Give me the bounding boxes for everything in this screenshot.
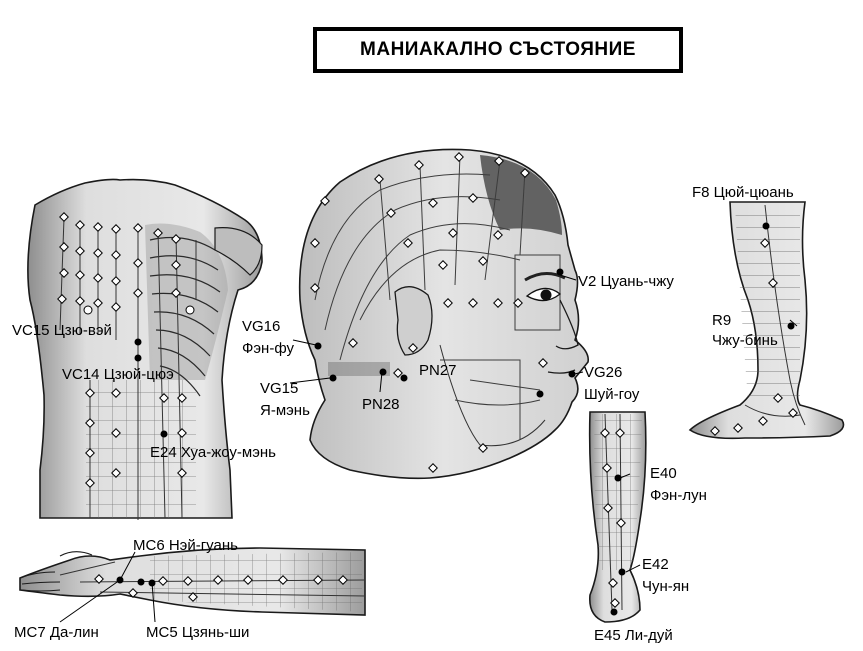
label-e24: E24 Хуа-жоу-мэнь xyxy=(150,444,276,461)
label-e40-name: Фэн-лун xyxy=(650,487,707,504)
point-f8 xyxy=(762,222,770,230)
torso-shoulder-right xyxy=(214,227,263,276)
arm-dots xyxy=(94,574,348,602)
nose xyxy=(555,299,579,350)
point-pn28 xyxy=(379,368,387,376)
point-e40 xyxy=(614,474,622,482)
ear xyxy=(394,286,433,356)
label-vg16-name: Фэн-фу xyxy=(242,340,295,357)
label-vg26-name: Шуй-гоу xyxy=(584,386,640,403)
label-mc7: MC7 Да-лин xyxy=(14,624,99,641)
label-mc5: MC5 Цзянь-ши xyxy=(146,624,250,641)
leg-lower-center-dots xyxy=(600,428,626,608)
torso-ribs xyxy=(149,236,221,397)
point-vg16 xyxy=(314,342,322,350)
head-outline xyxy=(298,148,590,480)
point-e45 xyxy=(610,608,618,616)
leg-upper-right-figure xyxy=(688,201,845,440)
point-v2 xyxy=(556,268,564,276)
acupoints-active xyxy=(116,222,795,616)
neck-block xyxy=(328,362,390,376)
label-e40-code: E40 xyxy=(650,465,677,482)
label-e42-code: E42 xyxy=(642,556,669,573)
head-meridians xyxy=(314,154,561,440)
torso-chest-shadow xyxy=(145,223,228,380)
point-mc6 xyxy=(137,578,145,586)
point-vg26b xyxy=(536,390,544,398)
eye-icon xyxy=(524,272,566,302)
label-vc15: VC15 Цзю-вэй xyxy=(12,322,112,339)
label-pn27: PN27 xyxy=(419,362,457,379)
point-e42 xyxy=(618,568,626,576)
arm-grid xyxy=(150,552,362,612)
point-r9 xyxy=(787,322,795,330)
label-vg15-name: Я-мэнь xyxy=(260,402,310,419)
label-pn28: PN28 xyxy=(362,396,400,413)
label-mc6: MC6 Нэй-гуань xyxy=(133,537,238,554)
jaw-line xyxy=(439,344,546,447)
label-r9-code: R9 xyxy=(712,312,732,329)
title-box: МАНИАКАЛНО СЪСТОЯНИЕ xyxy=(313,27,683,73)
torso-dots xyxy=(57,212,187,488)
leg-upper-right-grid xyxy=(735,205,800,400)
label-vg26-code: VG26 xyxy=(584,364,623,381)
head-figure xyxy=(298,148,590,480)
point-vc15 xyxy=(134,338,142,346)
head-dots xyxy=(310,152,548,473)
point-e24 xyxy=(160,430,168,438)
head-hair xyxy=(480,155,562,235)
page-title: МАНИАКАЛНО СЪСТОЯНИЕ xyxy=(360,39,636,60)
arm-fingers xyxy=(19,551,93,592)
point-vc14 xyxy=(134,354,142,362)
label-v2: V2 Цуань-чжу xyxy=(578,273,674,290)
point-mc7 xyxy=(116,576,124,584)
label-vg15-code: VG15 xyxy=(260,380,299,397)
point-vg26 xyxy=(568,370,576,378)
point-pn27 xyxy=(400,374,408,382)
point-mc5 xyxy=(148,579,156,587)
label-vg16-code: VG16 xyxy=(242,318,281,335)
label-e42-name: Чун-ян xyxy=(642,578,690,595)
torso-figure xyxy=(27,178,263,520)
label-e45: E45 Ли-дуй xyxy=(594,627,673,644)
arm-figure xyxy=(19,547,366,616)
point-vg15 xyxy=(329,374,337,382)
label-vc14: VC14 Цзюй-цюэ xyxy=(62,366,174,383)
torso-abdomen-grid xyxy=(86,380,196,518)
leg-upper-right-dots xyxy=(710,238,798,436)
leader-lines xyxy=(59,274,798,623)
label-r9-name: Чжу-бинь xyxy=(712,332,778,349)
leg-lower-center-figure xyxy=(588,411,647,623)
label-f8: F8 Цюй-цюань xyxy=(692,184,794,201)
